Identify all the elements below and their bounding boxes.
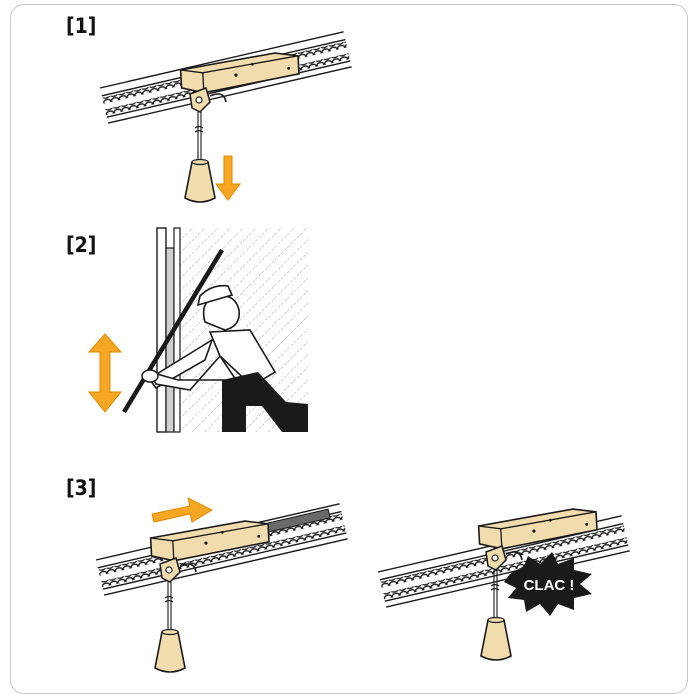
clac-sound-label: CLAC ! [524, 577, 575, 594]
step-2-label: [2] [66, 233, 97, 257]
step-3-engage-illustration [95, 497, 349, 673]
down-arrow-icon [215, 155, 241, 201]
step-3-label: [3] [66, 476, 97, 500]
instruction-illustration: CLAC ! [87, 31, 631, 673]
step-2-illustration [87, 227, 308, 433]
right-arrow-icon [151, 497, 214, 523]
up-down-arrow-icon [87, 333, 123, 413]
step-1-label: [1] [66, 14, 97, 38]
burst-icon [504, 552, 592, 616]
step-1-illustration [99, 31, 353, 203]
step-3-click-illustration: CLAC ! [377, 507, 631, 661]
